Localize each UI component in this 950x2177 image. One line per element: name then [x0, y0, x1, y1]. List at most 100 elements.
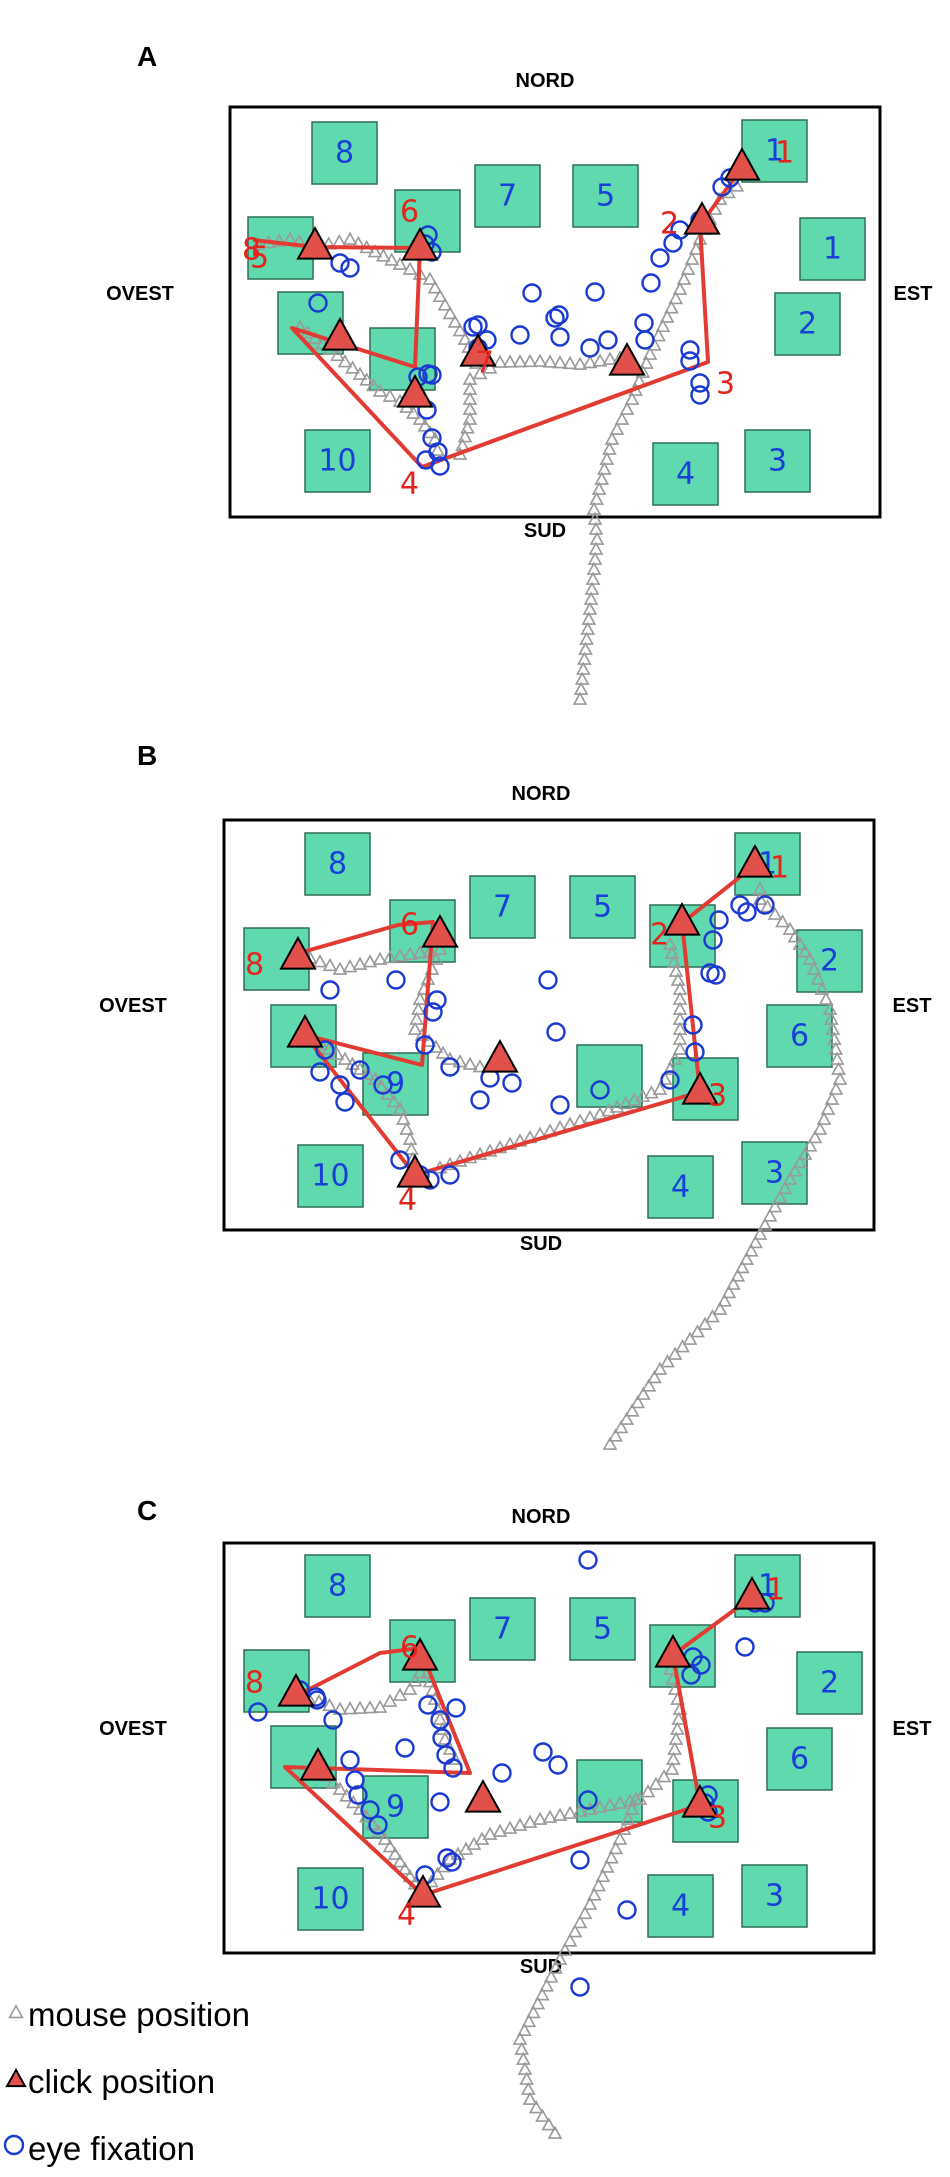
location-number: 9	[386, 1067, 405, 1102]
eye-fixation-marker	[442, 1852, 462, 1872]
mouse-position-marker	[730, 1268, 746, 1282]
mouse-position-marker	[520, 2081, 536, 2095]
click-position-marker	[401, 1636, 439, 1671]
location-number: 5	[596, 179, 615, 214]
eye-fixation-marker	[709, 910, 729, 930]
mouse-position-marker	[532, 1811, 548, 1825]
mouse-position-marker	[397, 1861, 413, 1875]
mouse-position-marker	[572, 1803, 588, 1817]
mouse-position-marker	[352, 1801, 368, 1815]
eye-fixation-marker	[578, 1790, 598, 1810]
mouse-position-marker	[826, 1031, 842, 1045]
mouse-position-marker	[582, 601, 598, 615]
location-box	[569, 875, 636, 939]
mouse-position-marker	[644, 1085, 659, 1099]
eye-fixation-marker	[368, 1815, 388, 1835]
route-line	[283, 1595, 754, 1897]
mouse-position-marker	[757, 1217, 773, 1231]
mouse-position-marker	[517, 2022, 532, 2037]
mouse-position-marker	[492, 354, 508, 368]
mouse-position-marker	[797, 1146, 813, 1160]
legend-eye-label: eye fixation	[28, 2130, 195, 2167]
location-number: 2	[820, 1666, 839, 1701]
location-number: 4	[676, 457, 695, 492]
eye-fixation-marker	[310, 1062, 330, 1082]
mouse-position-marker	[824, 1091, 840, 1105]
location-box	[766, 1727, 833, 1791]
mouse-position-marker	[517, 2061, 533, 2075]
location-box	[474, 164, 541, 228]
mouse-position-marker	[608, 1428, 623, 1442]
mouse-position-marker	[402, 261, 418, 275]
route-step-number: 2	[650, 918, 669, 953]
mouse-position-marker	[482, 1826, 498, 1840]
eye-fixation-marker	[443, 1758, 463, 1778]
mouse-position-marker	[672, 1041, 688, 1055]
mouse-position-marker	[822, 1001, 838, 1015]
mouse-position-marker	[407, 1021, 423, 1035]
mouse-position-marker	[725, 1276, 741, 1290]
mouse-position-marker	[624, 1403, 640, 1417]
eye-fixation-marker	[680, 351, 700, 371]
mouse-position-marker	[602, 1436, 618, 1450]
mouse-position-marker	[372, 951, 388, 965]
mouse-position-marker	[427, 280, 443, 294]
location-number: 10	[311, 1159, 349, 1194]
eye-fixation-marker	[335, 1092, 355, 1112]
mouse-position-marker	[589, 531, 605, 545]
label-north: NORD	[516, 70, 575, 92]
mouse-position-marker	[777, 1180, 793, 1195]
click-position-marker	[663, 901, 701, 936]
mouse-position-marker	[367, 244, 383, 258]
mouse-position-marker	[591, 1878, 606, 1892]
location-number: 8	[328, 847, 347, 882]
mouse-position-marker	[601, 1103, 616, 1117]
mouse-position-marker	[539, 1978, 555, 1992]
mouse-position-marker	[578, 641, 593, 655]
mouse-position-marker	[466, 1836, 482, 1850]
mouse-position-marker	[586, 561, 602, 575]
mouse-position-marker	[417, 418, 433, 432]
route-line	[252, 166, 744, 469]
location-box	[647, 1155, 714, 1219]
mouse-position-marker	[639, 355, 654, 369]
eye-fixation-marker	[502, 1073, 522, 1093]
location-number: 7	[498, 179, 517, 214]
mouse-position-marker	[697, 1316, 713, 1330]
mouse-position-marker	[595, 1868, 611, 1883]
click-position-marker	[608, 341, 646, 376]
mouse-position-marker	[602, 441, 617, 455]
route-step-number: 8	[245, 948, 264, 983]
mouse-position-marker	[392, 948, 408, 962]
mouse-position-marker	[519, 2071, 535, 2085]
mouse-position-marker	[583, 591, 599, 605]
label-south: SUD	[524, 520, 566, 542]
mouse-position-marker	[460, 420, 475, 434]
eye-fixation-marker	[685, 1042, 705, 1062]
route-step-number: 7	[475, 346, 494, 381]
mouse-position-marker	[812, 1121, 828, 1135]
mouse-position-marker	[624, 391, 640, 405]
eye-fixation-marker	[545, 308, 565, 328]
mouse-position-marker	[512, 354, 528, 368]
location-number: 2	[820, 944, 839, 979]
legend-eye-icon	[3, 2134, 25, 2156]
location-box	[647, 1874, 714, 1938]
location-number: 7	[493, 890, 512, 925]
mouse-position-marker	[321, 1041, 337, 1055]
location-box	[247, 216, 314, 280]
mouse-position-marker	[587, 551, 603, 565]
mouse-position-marker	[772, 1189, 788, 1204]
mouse-position-marker	[599, 1859, 615, 1873]
mouse-position-marker	[810, 971, 826, 985]
mouse-position-marker	[670, 972, 686, 986]
eye-fixation-marker	[522, 283, 542, 303]
mouse-position-marker	[375, 248, 391, 262]
eye-fixation-marker	[437, 1848, 457, 1868]
mouse-position-marker	[585, 571, 601, 585]
mouse-position-marker	[734, 1259, 750, 1274]
mouse-position-marker	[386, 1094, 402, 1108]
mouse-position-marker	[816, 1111, 832, 1125]
mouse-position-marker	[430, 442, 445, 456]
mouse-position-marker	[402, 1681, 418, 1695]
